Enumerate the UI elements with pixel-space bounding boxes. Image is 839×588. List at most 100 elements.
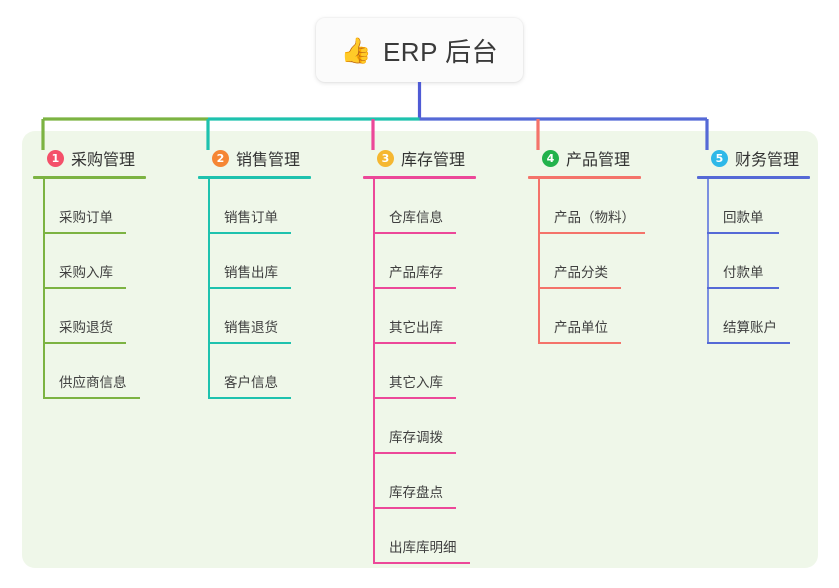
leaf-item[interactable]: 采购入库	[33, 234, 146, 289]
branch-spine-2	[208, 179, 210, 399]
leaf-item[interactable]: 客户信息	[198, 344, 311, 399]
branch-column-2: 2 销售管理销售订单销售出库销售退货客户信息	[198, 146, 311, 399]
leaf-list-2: 销售订单销售出库销售退货客户信息	[198, 179, 311, 399]
leaf-list-4: 产品（物料） 产品分类产品单位	[528, 179, 645, 344]
leaf-underline	[707, 287, 779, 289]
leaf-label: 销售退货	[224, 320, 278, 335]
thumbs-up-icon: 👍	[340, 35, 372, 65]
branch-header-5[interactable]: 5 财务管理	[697, 146, 810, 170]
leaf-item[interactable]: 采购退货	[33, 289, 146, 344]
leaf-item[interactable]: 仓库信息	[363, 179, 476, 234]
leaf-item[interactable]: 采购订单	[33, 179, 146, 234]
branch-badge-3: 3	[377, 149, 394, 167]
branch-spine-4	[538, 179, 540, 344]
leaf-label: 产品库存	[389, 265, 443, 280]
leaf-list-1: 采购订单采购入库采购退货供应商信息	[33, 179, 146, 399]
branch-underline-3	[363, 176, 476, 179]
leaf-label: 产品分类	[554, 265, 608, 280]
leaf-item[interactable]: 其它入库	[363, 344, 476, 399]
leaf-list-3: 仓库信息产品库存其它出库其它入库库存调拨库存盘点出库库明细	[363, 179, 476, 564]
branch-badge-5: 5	[711, 149, 728, 167]
branch-column-4: 4 产品管理产品（物料） 产品分类产品单位	[528, 146, 645, 344]
branch-title-5: 财务管理	[735, 152, 800, 169]
leaf-label: 其它出库	[389, 320, 443, 335]
branch-header-2[interactable]: 2 销售管理	[198, 146, 311, 170]
leaf-item[interactable]: 销售订单	[198, 179, 311, 234]
leaf-underline	[538, 342, 621, 344]
leaf-label: 结算账户	[723, 320, 777, 335]
leaf-label: 库存调拨	[389, 430, 443, 445]
leaf-underline	[208, 397, 291, 399]
leaf-label: 采购退货	[59, 320, 113, 335]
leaf-item[interactable]: 产品（物料）	[528, 179, 645, 234]
branch-spine-5	[707, 179, 709, 344]
branch-column-1: 1 采购管理采购订单采购入库采购退货供应商信息	[33, 146, 146, 399]
leaf-underline	[208, 287, 291, 289]
branch-title-2: 销售管理	[236, 152, 301, 169]
branch-badge-1: 1	[47, 149, 64, 167]
branch-badge-2: 2	[212, 149, 229, 167]
branch-title-1: 采购管理	[71, 152, 136, 169]
leaf-underline	[43, 397, 140, 399]
leaf-label: 仓库信息	[389, 210, 443, 225]
branch-underline-2	[198, 176, 311, 179]
branch-spine-3	[373, 179, 375, 564]
leaf-item[interactable]: 销售出库	[198, 234, 311, 289]
branch-header-4[interactable]: 4 产品管理	[528, 146, 641, 170]
leaf-underline	[373, 507, 456, 509]
leaf-item[interactable]: 库存盘点	[363, 454, 476, 509]
leaf-underline	[538, 232, 645, 234]
leaf-label: 付款单	[723, 265, 764, 280]
root-node[interactable]: 👍 ERP 后台	[316, 18, 523, 82]
branch-title-3: 库存管理	[401, 152, 466, 169]
leaf-item[interactable]: 结算账户	[697, 289, 810, 344]
leaf-item[interactable]: 产品单位	[528, 289, 641, 344]
leaf-item[interactable]: 其它出库	[363, 289, 476, 344]
leaf-underline	[707, 342, 790, 344]
branch-spine-1	[43, 179, 45, 399]
branch-header-3[interactable]: 3 库存管理	[363, 146, 476, 170]
leaf-item[interactable]: 出库库明细	[363, 509, 476, 564]
leaf-underline	[373, 232, 456, 234]
leaf-list-5: 回款单付款单结算账户	[697, 179, 810, 344]
leaf-label: 其它入库	[389, 375, 443, 390]
leaf-label: 回款单	[723, 210, 764, 225]
leaf-item[interactable]: 销售退货	[198, 289, 311, 344]
leaf-label: 产品（物料）	[554, 210, 635, 225]
leaf-item[interactable]: 供应商信息	[33, 344, 146, 399]
leaf-item[interactable]: 库存调拨	[363, 399, 476, 454]
branch-header-1[interactable]: 1 采购管理	[33, 146, 146, 170]
leaf-underline	[373, 452, 456, 454]
leaf-item[interactable]: 回款单	[697, 179, 810, 234]
root-title: ERP 后台	[382, 36, 499, 67]
leaf-underline	[538, 287, 621, 289]
leaf-label: 产品单位	[554, 320, 608, 335]
leaf-underline	[208, 342, 291, 344]
branch-underline-1	[33, 176, 146, 179]
branch-title-4: 产品管理	[566, 152, 631, 169]
leaf-underline	[373, 287, 456, 289]
leaf-underline	[208, 232, 291, 234]
leaf-underline	[373, 342, 456, 344]
leaf-underline	[373, 397, 456, 399]
leaf-label: 供应商信息	[59, 375, 127, 390]
leaf-underline	[43, 287, 126, 289]
branch-badge-4: 4	[542, 149, 559, 167]
branch-column-3: 3 库存管理仓库信息产品库存其它出库其它入库库存调拨库存盘点出库库明细	[363, 146, 476, 564]
leaf-underline	[43, 342, 126, 344]
branch-underline-5	[697, 176, 810, 179]
leaf-label: 库存盘点	[389, 485, 443, 500]
leaf-label: 销售出库	[224, 265, 278, 280]
leaf-underline	[707, 232, 779, 234]
leaf-label: 客户信息	[224, 375, 278, 390]
leaf-label: 出库库明细	[389, 540, 457, 555]
leaf-label: 销售订单	[224, 210, 278, 225]
branch-column-5: 5 财务管理回款单付款单结算账户	[697, 146, 810, 344]
leaf-item[interactable]: 产品分类	[528, 234, 641, 289]
leaf-label: 采购入库	[59, 265, 113, 280]
leaf-underline	[373, 562, 470, 564]
leaf-label: 采购订单	[59, 210, 113, 225]
leaf-item[interactable]: 产品库存	[363, 234, 476, 289]
leaf-item[interactable]: 付款单	[697, 234, 810, 289]
